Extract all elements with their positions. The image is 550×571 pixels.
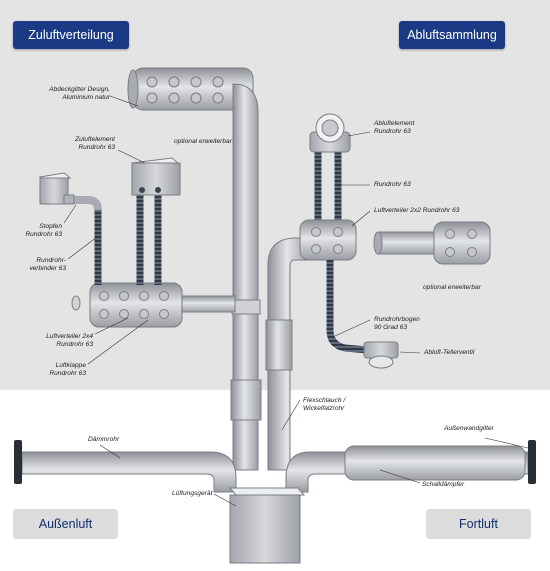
optional-expandable-right-label: optional erweiterbar <box>423 284 481 291</box>
supply-element-label-line2: Rundrohr 63 <box>78 144 115 151</box>
pipe-connector-label-line2: verbinder 63 <box>29 265 66 272</box>
disc-valve-label: Abluft-Tellerventil <box>424 349 475 356</box>
top-distributor-shape <box>127 67 254 111</box>
air-flap-label-line1: Luftklappe <box>55 362 86 369</box>
optional-expandable-left-label: optional erweiterbar <box>174 138 232 145</box>
plug-label-line1: Stopfen <box>39 223 62 230</box>
distributor-2x4-label-line2: Rundrohr 63 <box>56 341 93 348</box>
supply-element-label: Zuluftelement Rundrohr 63 <box>30 136 115 152</box>
exhaust-element-label: Abluftelement Rundrohr 63 <box>374 120 414 136</box>
round-pipe-label: Rundrohr 63 <box>374 181 411 188</box>
pipe-bend-label: Rundrohrbogen 90 Grad 63 <box>374 316 420 332</box>
distributor-2x2-label: Luftverteiler 2x2 Rundrohr 63 <box>374 207 460 214</box>
flex-hose-label-line1: Flexschlauch / <box>303 397 346 404</box>
cover-grille-label-line1: Abdeckgitter Design, <box>49 86 110 93</box>
cover-grille-label-line2: Aluminium natur <box>62 94 110 101</box>
optional-duct-right <box>377 231 439 255</box>
exterior-wall-grille-label: Außenwandgitter <box>444 425 494 432</box>
silencer-shape <box>344 445 526 481</box>
exhaust-element-label-line1: Abluftelement <box>374 120 415 127</box>
air-flap-label: Luftklappe Rundrohr 63 <box>0 362 86 378</box>
supply-element-label-line1: Zuluftelement <box>75 136 115 143</box>
silencer-label: Schalldämpfer <box>422 481 465 488</box>
outgoing-air-label: Fortluft <box>426 509 531 539</box>
flex-hose-label: Flexschlauch / Wickelfalzrohr <box>303 397 345 413</box>
distributor-2x4-label: Luftverteiler 2x4 Rundrohr 63 <box>0 333 93 349</box>
supply-distribution-header: Zuluftverteilung <box>13 21 129 49</box>
manifold-connector-pipe <box>179 295 236 313</box>
exhaust-element-shape <box>309 113 351 153</box>
pipe-bend-label-line1: Rundrohrbogen <box>374 316 420 323</box>
optional-distributor-right-shape <box>433 221 491 265</box>
cover-grille-label: Abdeckgitter Design, Aluminium natur <box>20 86 110 102</box>
plug-label: Stopfen Rundrohr 63 <box>0 223 62 239</box>
wall-grille-left-shape <box>14 440 22 484</box>
insulated-pipe-label: Dämmrohr <box>88 436 120 443</box>
plug-label-line2: Rundrohr 63 <box>25 231 62 238</box>
distributor-2x4-label-line1: Luftverteiler 2x4 <box>46 333 93 340</box>
flex-hose-label-line2: Wickelfalzrohr <box>303 405 345 412</box>
left-distributor-shape <box>71 282 183 328</box>
wall-grille-right-shape <box>528 440 536 484</box>
disc-valve-shape <box>363 341 399 369</box>
exhaust-collection-header: Abluftsammlung <box>399 21 505 49</box>
supply-element-shape <box>130 157 182 196</box>
ventilation-unit-label: Lüftungsgerät <box>172 490 213 497</box>
main-supply-duct <box>232 83 259 471</box>
pipe-connector-label-line1: Rundrohr- <box>36 257 66 264</box>
pipe-connector-label: Rundrohr- verbinder 63 <box>0 257 66 273</box>
ventilation-unit-shape <box>228 487 306 564</box>
outdoor-air-label: Außenluft <box>13 509 118 539</box>
air-flap-label-line2: Rundrohr 63 <box>49 370 86 377</box>
exhaust-element-label-line2: Rundrohr 63 <box>374 128 411 135</box>
plug-box-shape <box>38 172 75 205</box>
pipe-bend-label-line2: 90 Grad 63 <box>374 324 407 331</box>
outdoor-air-duct <box>21 451 237 493</box>
right-distributor-shape <box>299 219 357 261</box>
